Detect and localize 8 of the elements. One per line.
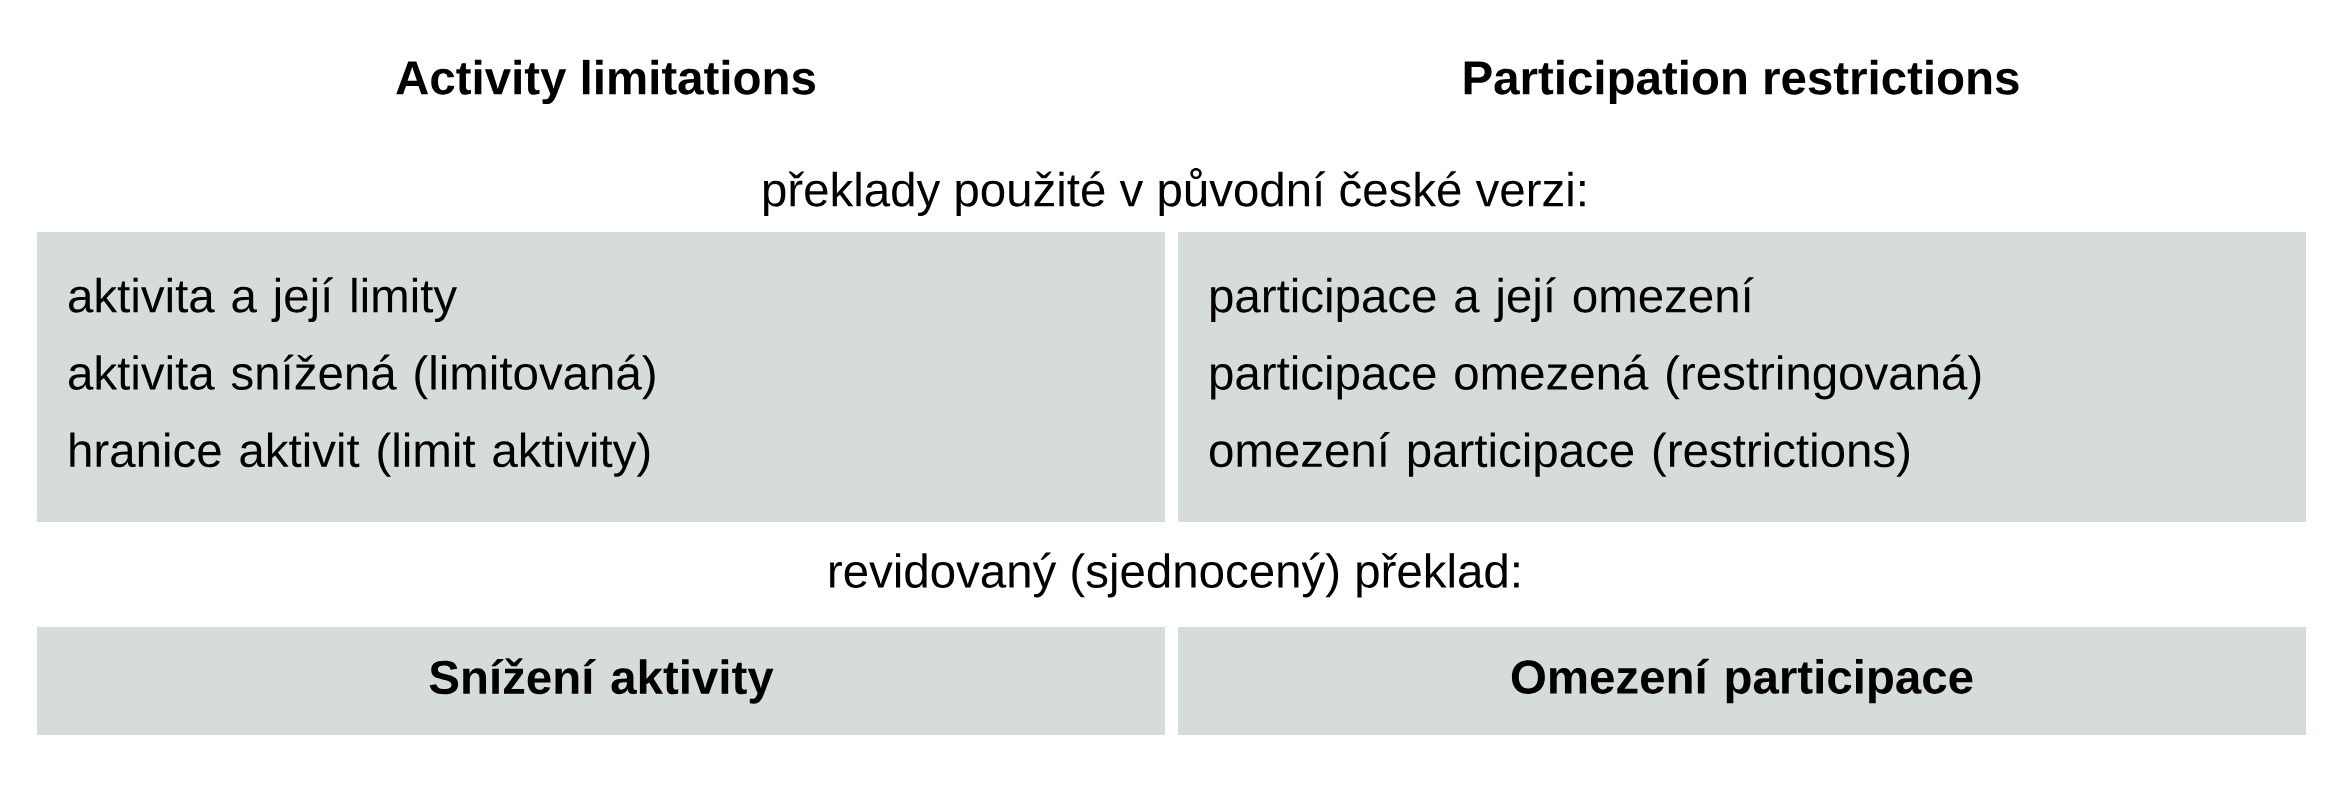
table-cell: aktivita a její limity aktivita snížená (limitovaná) hranice aktivit (limit aktivity)	[37, 232, 1165, 522]
column-heading: Participation restrictions	[1464, 59, 2019, 105]
table-cell: Snížení aktivity	[37, 627, 1165, 735]
table-cell: Omezení participace	[1178, 627, 2306, 735]
section-heading: revidovaný (sjednocený) překlad:	[830, 552, 1519, 598]
section-heading: překlady použité v původní české verzi:	[764, 167, 1585, 217]
column-heading: Activity limitations	[396, 59, 815, 105]
table-cell: participace a její omezení participace omezená (restringovaná) omezení participace (restrictions)	[1178, 232, 2306, 522]
